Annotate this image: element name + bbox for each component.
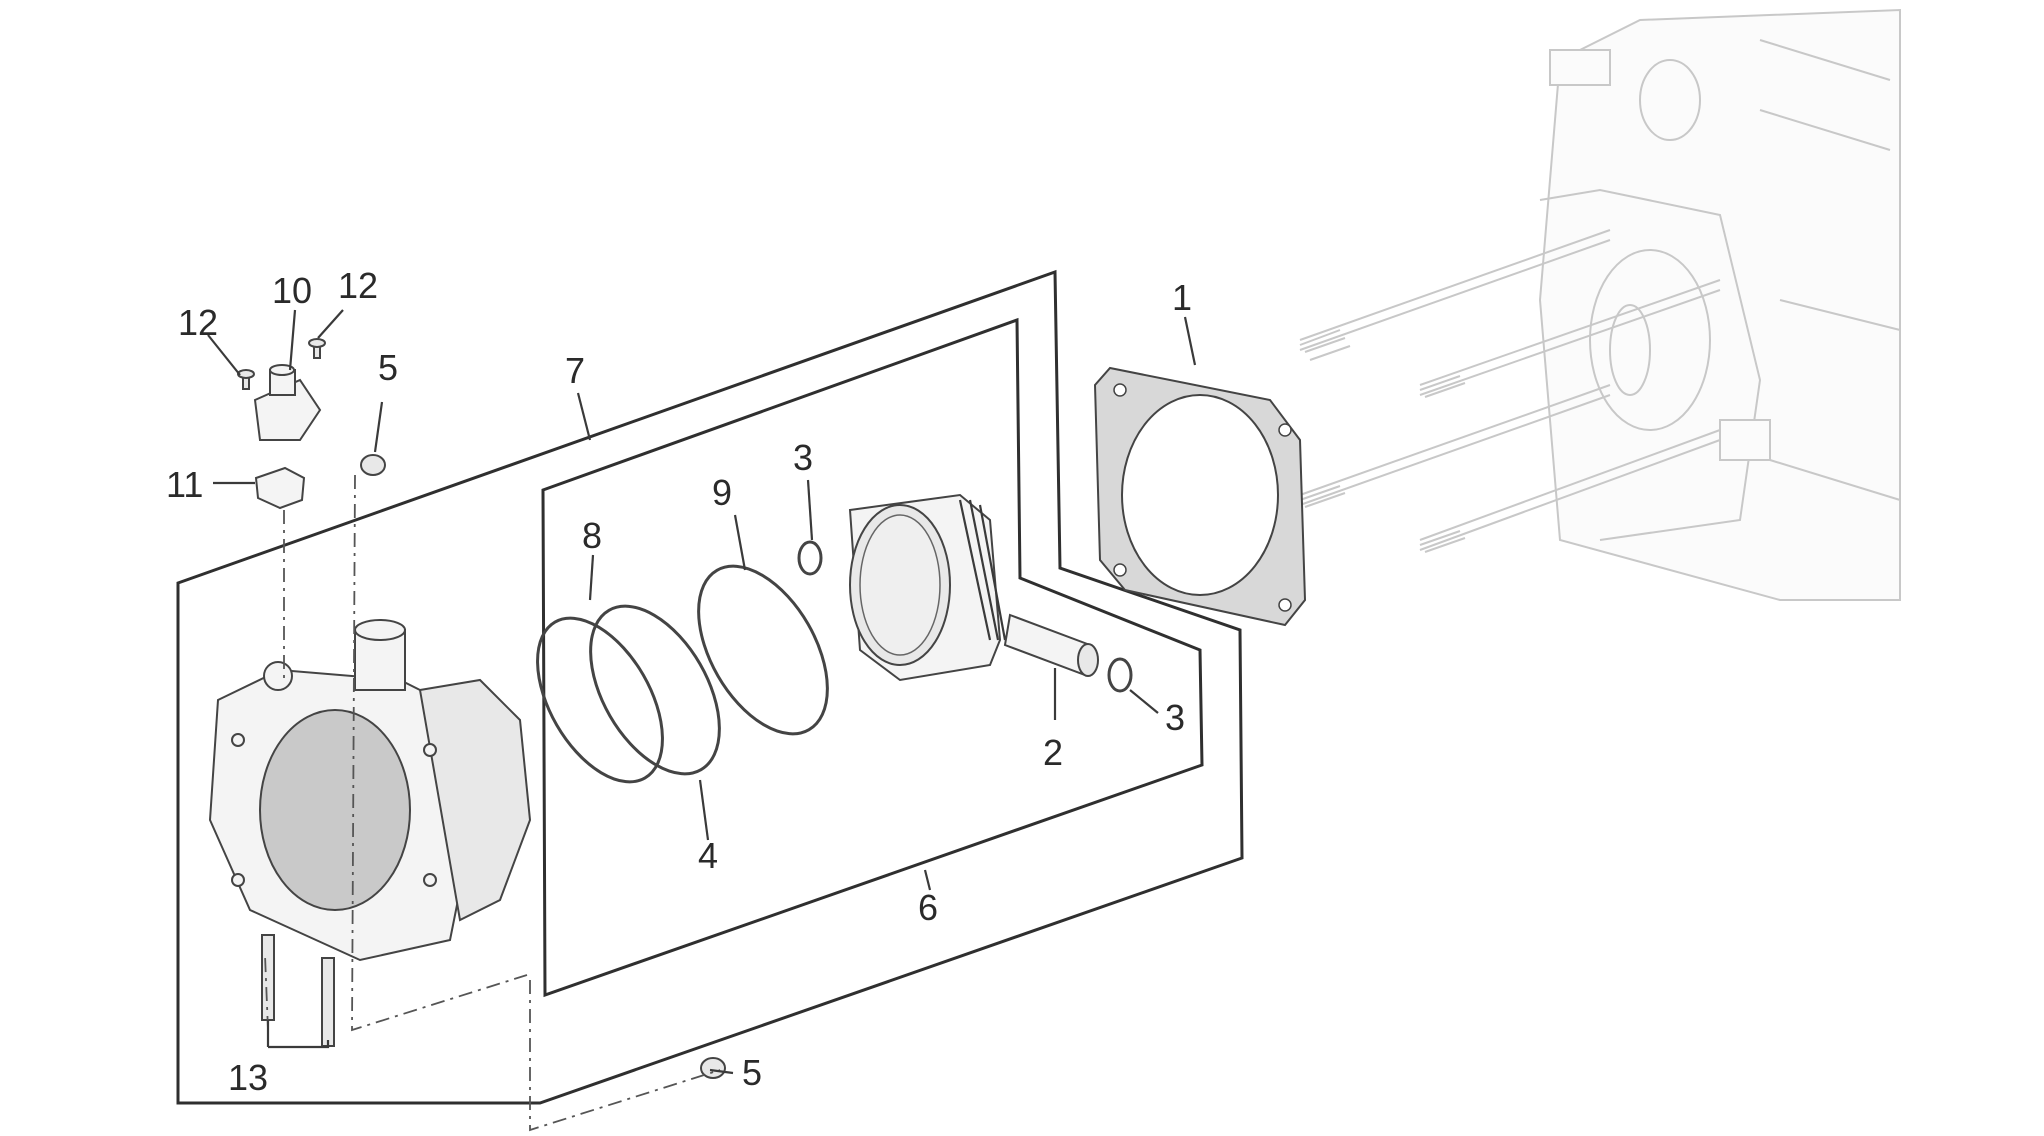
callout-3: 3 [793, 437, 813, 478]
callout-6: 6 [918, 887, 938, 928]
callout-1: 1 [1172, 277, 1192, 318]
callout-4: 4 [698, 835, 718, 876]
piston [848, 493, 1007, 682]
screws [237, 338, 326, 390]
kit-frame-inner [541, 317, 1204, 998]
callout-2: 2 [1043, 732, 1063, 773]
piston-pin [1003, 613, 1099, 677]
callout-5: 5 [378, 347, 398, 388]
leader-lines [207, 309, 1197, 1075]
callout-12: 12 [178, 302, 218, 343]
head-gasket [1093, 366, 1307, 627]
outlet-gasket [254, 466, 306, 510]
stud-bolts [261, 934, 335, 1047]
kit-frame-outer [176, 269, 1244, 1105]
callout-9: 9 [712, 472, 732, 513]
crankcase-background [1299, 8, 1901, 601]
water-outlet-fitting [253, 364, 322, 441]
assembly-lines [264, 474, 721, 1132]
callout-8: 8 [582, 515, 602, 556]
callout-11: 11 [166, 464, 203, 505]
callout-13: 13 [228, 1057, 268, 1098]
callout-12: 12 [338, 265, 378, 306]
plugs [360, 454, 726, 1079]
callout-7: 7 [565, 350, 585, 391]
cylinder [208, 619, 532, 962]
callout-10: 10 [272, 270, 312, 311]
callout-3: 3 [1165, 697, 1185, 738]
circlips [797, 540, 1133, 693]
piston-rings [536, 564, 829, 784]
callout-5: 5 [742, 1052, 762, 1093]
